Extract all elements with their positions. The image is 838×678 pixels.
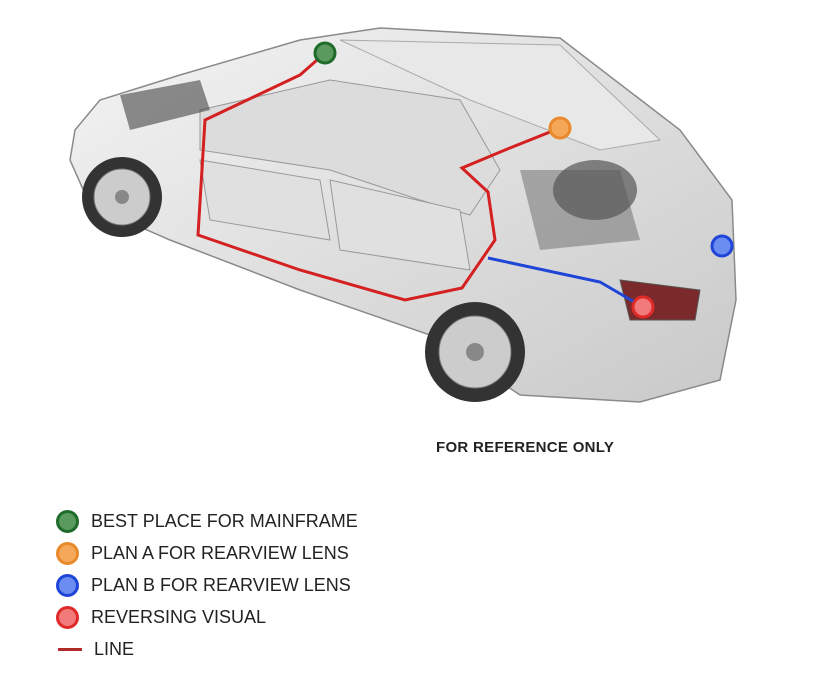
- legend-label: LINE: [94, 638, 135, 659]
- reference-caption: FOR REFERENCE ONLY: [436, 439, 615, 456]
- red-dot-icon: [56, 605, 79, 629]
- rear-wheel: [425, 302, 525, 402]
- legend: BEST PLACE FOR MAINFRAME PLAN A FOR REAR…: [56, 505, 358, 665]
- green-dot-icon: [56, 509, 79, 533]
- marker-reversing-visual: [631, 295, 655, 319]
- orange-dot-icon: [56, 541, 79, 565]
- legend-label: PLAN B FOR REARVIEW LENS: [91, 574, 351, 595]
- line-swatch-icon: [58, 647, 82, 651]
- marker-plan-a: [548, 116, 572, 140]
- red-wiring-line: [196, 51, 561, 302]
- blue-dot-icon: [56, 573, 79, 597]
- marker-plan-b: [710, 234, 734, 258]
- legend-item-line: LINE: [56, 633, 358, 665]
- legend-item-plan-b: PLAN B FOR REARVIEW LENS: [56, 569, 358, 601]
- legend-label: REVERSING VISUAL: [91, 606, 267, 627]
- car-body: [69, 27, 737, 403]
- spare-wheel: [553, 160, 637, 220]
- legend-label: BEST PLACE FOR MAINFRAME: [91, 510, 358, 531]
- legend-item-mainframe: BEST PLACE FOR MAINFRAME: [56, 505, 358, 537]
- marker-mainframe: [313, 41, 337, 65]
- legend-item-reversing-visual: REVERSING VISUAL: [56, 601, 358, 633]
- car-cutaway-illustration: [69, 27, 737, 403]
- legend-label: PLAN A FOR REARVIEW LENS: [91, 542, 349, 563]
- front-wheel: [82, 157, 162, 237]
- blue-wiring-line: [487, 256, 644, 309]
- legend-item-plan-a: PLAN A FOR REARVIEW LENS: [56, 537, 358, 569]
